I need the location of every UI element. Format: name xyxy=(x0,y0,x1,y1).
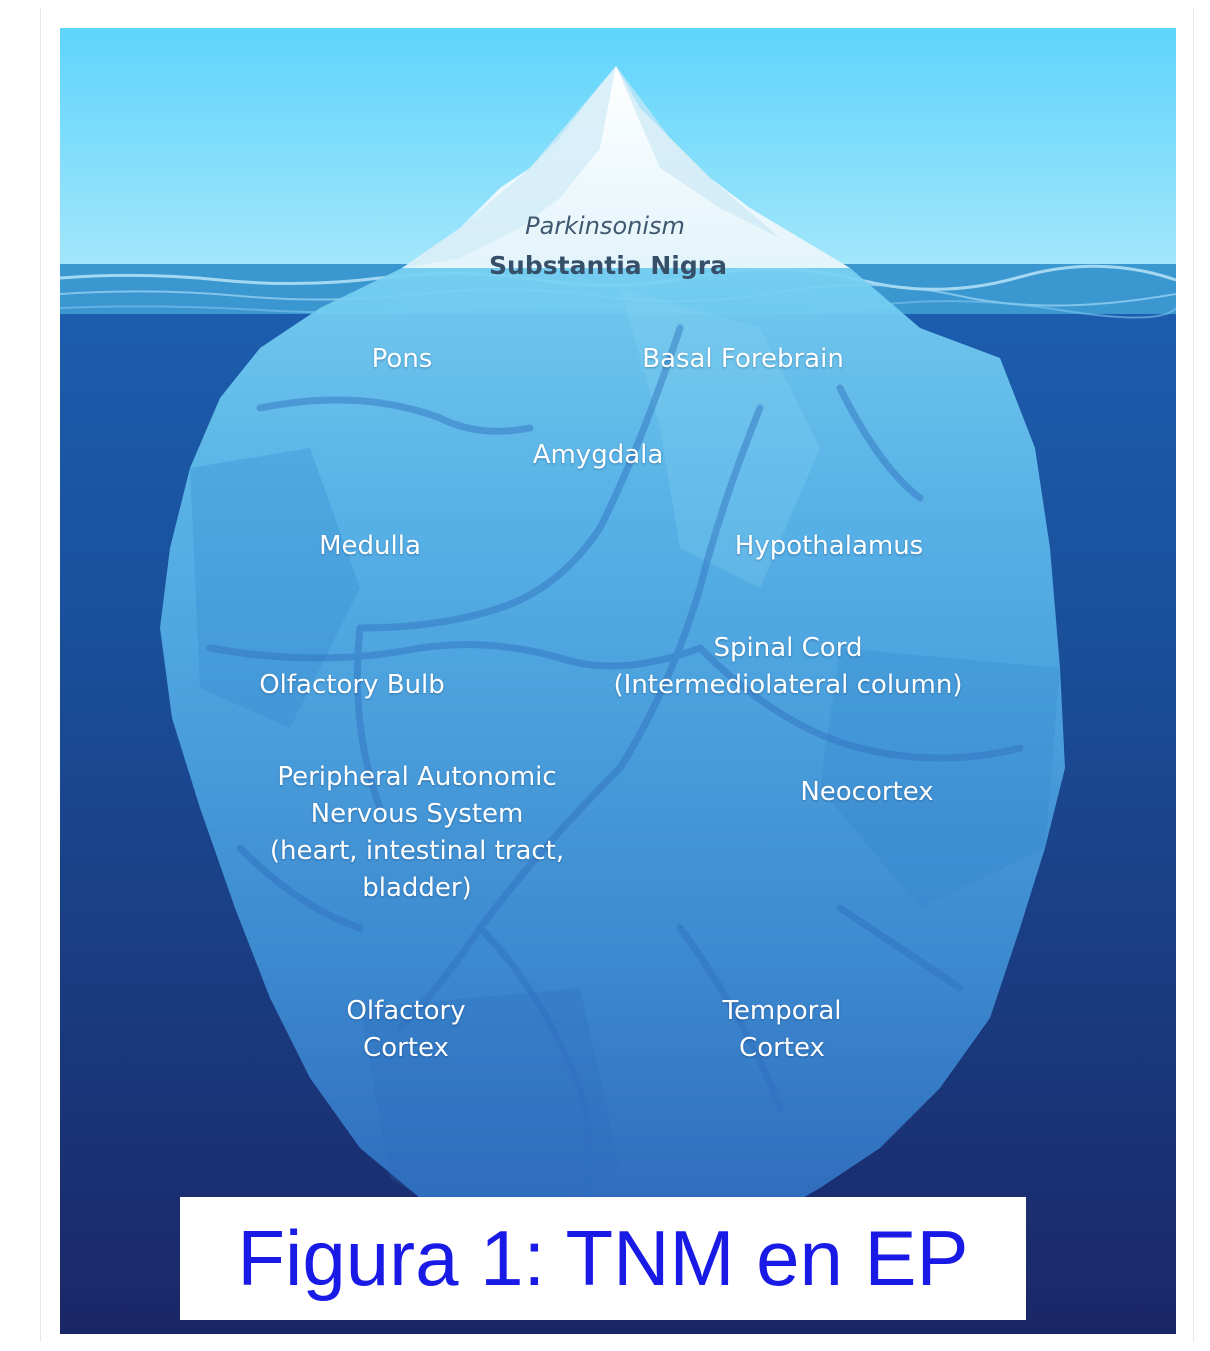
ice-facet xyxy=(190,448,360,728)
iceberg-submerged xyxy=(160,268,1065,1260)
iceberg-graphic xyxy=(60,28,1176,1334)
tip-region-label: Substantia Nigra xyxy=(489,251,727,280)
ice-facet xyxy=(820,648,1060,908)
label-olfactory-bulb: Olfactory Bulb xyxy=(259,670,445,700)
tip-condition-label: Parkinsonism xyxy=(525,212,685,240)
label-medulla: Medulla xyxy=(319,531,421,561)
label-basal-forebrain: Basal Forebrain xyxy=(642,344,844,374)
ice-cracks xyxy=(206,324,1024,1232)
iceberg-illustration: Parkinsonism Substantia Nigra Pons Basal… xyxy=(60,28,1176,1334)
label-temporal-cortex: Temporal Cortex xyxy=(722,996,842,1063)
label-peripheral-autonomic: Peripheral Autonomic Nervous System (hea… xyxy=(269,762,565,903)
label-spinal-cord: Spinal Cord (Intermediolateral column) xyxy=(613,633,963,700)
ice-facet xyxy=(360,988,620,1238)
ice-tip-shade xyxy=(402,66,616,268)
label-neocortex: Neocortex xyxy=(800,777,934,807)
ice-facet xyxy=(620,288,820,588)
label-amygdala: Amygdala xyxy=(532,440,664,470)
figure-caption: Figura 1: TNM en EP xyxy=(237,1214,969,1302)
figure-caption-box: Figura 1: TNM en EP xyxy=(180,1197,1026,1320)
label-pons: Pons xyxy=(371,344,433,374)
label-olfactory-cortex: Olfactory Cortex xyxy=(346,996,466,1063)
label-hypothalamus: Hypothalamus xyxy=(734,531,924,561)
